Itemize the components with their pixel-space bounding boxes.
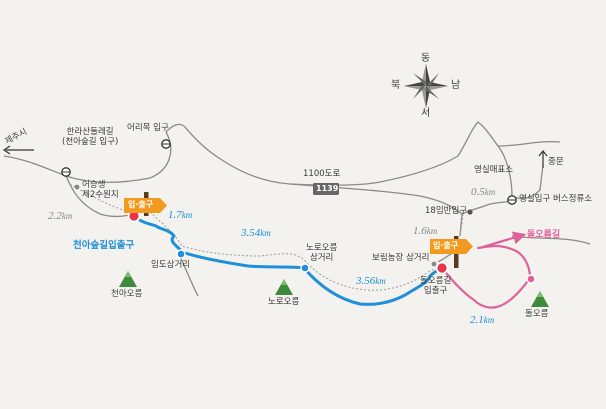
bus-stop-icon <box>507 195 517 205</box>
label-yeongsil-bus: 영실입구 버스정류소 <box>519 194 593 204</box>
dashed-track-right <box>459 213 464 237</box>
compass-west: 북 <box>391 80 401 91</box>
distance-unit: km <box>61 211 73 221</box>
right-sign-text: 입·출구 <box>433 241 459 250</box>
bus-stop-icon <box>61 167 71 177</box>
pink-trail <box>440 266 532 309</box>
pink-trail-arrow <box>479 231 527 250</box>
distance-label-d6: 0.5km <box>471 186 495 198</box>
left-sign-post <box>124 192 167 216</box>
peak-icon-dol <box>531 291 549 307</box>
road-imdo-down <box>179 255 199 297</box>
eighteen-point <box>467 209 473 215</box>
label-dol-entry: 돌오름길 입출구 <box>420 276 452 297</box>
bus-stop-icon <box>161 139 171 149</box>
label-eorimok: 어리목 입구 <box>127 123 169 133</box>
peak-icon-noro <box>275 279 293 295</box>
label-hallasan-trail-line1: 한라산둘레길 <box>66 127 114 137</box>
road-number-badge <box>313 183 339 195</box>
label-eoseungsaeng-line2: 제2수원지 <box>82 189 119 200</box>
right-entrance-marker <box>435 261 449 275</box>
road-eorimok <box>165 121 499 186</box>
label-cheona-entrance: 천아숲길입출구 <box>73 240 135 251</box>
label-jungmun: 중문 <box>548 157 564 167</box>
right-sign-post <box>430 236 473 268</box>
dashed-track <box>149 211 447 291</box>
distance-unit: km <box>426 226 438 236</box>
label-dol-entry-line1: 돌오름길 <box>420 276 452 286</box>
distance-value: 0.5 <box>471 186 485 198</box>
road-network <box>3 121 591 297</box>
distance-unit: km <box>483 315 495 325</box>
road-right-edge <box>497 140 561 147</box>
distance-value: 1.7 <box>168 209 182 221</box>
label-borim-junction: 보림농장 삼거리 <box>372 253 430 263</box>
label-hallasan-trail: 한라산둘레길 (천아숲길 입구) <box>62 127 119 148</box>
distance-value: 2.2 <box>48 210 62 222</box>
compass-north: 동 <box>421 53 431 64</box>
label-road-1100: 1100도로 <box>303 169 341 179</box>
distance-label-d5: 1.6km <box>413 225 437 237</box>
label-cheona-oreum: 천아오름 <box>111 289 143 299</box>
label-yeongsil-ticket: 영실매표소 <box>474 165 514 175</box>
label-noro-junction-line2: 삼거리 <box>309 252 334 263</box>
distance-unit: km <box>375 276 386 286</box>
peak-icon-cheona <box>119 271 137 287</box>
compass-south: 서 <box>421 108 431 119</box>
left-sign-text: 입·출구 <box>128 200 154 209</box>
reservoir-point <box>74 184 80 190</box>
distance-value: 3.54 <box>241 227 261 239</box>
pink-trail-upper <box>476 244 532 280</box>
label-noro-junction: 노로오름 삼거리 <box>306 243 338 264</box>
distance-value: 3.56 <box>356 275 376 287</box>
dol-end-dot <box>526 274 536 284</box>
noro-junction-dot <box>300 263 310 273</box>
borim-point <box>431 261 437 267</box>
label-hallasan-trail-line2: (천아숲길 입구) <box>62 136 119 147</box>
distance-unit: km <box>484 187 496 197</box>
distance-label-d4: 3.56km <box>356 275 386 287</box>
label-noro-junction-line1: 노로오름 <box>306 243 338 253</box>
distance-label-d3: 3.54km <box>241 227 271 239</box>
label-dol-oreum: 돌오름 <box>525 309 549 319</box>
distance-value: 1.6 <box>413 225 427 237</box>
imdo-junction-dot <box>176 249 186 259</box>
distance-label-d2: 1.7km <box>168 209 192 221</box>
distance-unit: km <box>260 228 271 238</box>
label-eoseungsaeng: 어승생 제2수원지 <box>82 180 119 201</box>
label-eighteen-entry: 18임반입구 <box>425 206 468 216</box>
blue-trail <box>132 214 444 306</box>
label-dol-entry-line2: 입출구 <box>423 285 448 296</box>
compass-rose <box>404 64 448 108</box>
jeju-arrow-icon <box>2 145 34 155</box>
road-jeju <box>3 131 172 183</box>
jungmun-arrow-icon <box>538 150 548 168</box>
compass-east: 남 <box>451 80 461 91</box>
road-18-down <box>459 213 463 237</box>
label-road-number: 1139 <box>316 184 339 193</box>
label-imdo-junction: 임도삼거리 <box>151 260 191 270</box>
distance-label-d7: 2.1km <box>470 314 494 326</box>
distance-label-d1: 2.2km <box>48 210 72 222</box>
label-eoseungsaeng-line1: 어승생 <box>82 180 106 190</box>
label-noro-oreum: 노로오름 <box>268 297 300 307</box>
label-dol-trail: 돌오름길 <box>527 230 561 240</box>
distance-unit: km <box>181 210 193 220</box>
distance-value: 2.1 <box>470 314 484 326</box>
